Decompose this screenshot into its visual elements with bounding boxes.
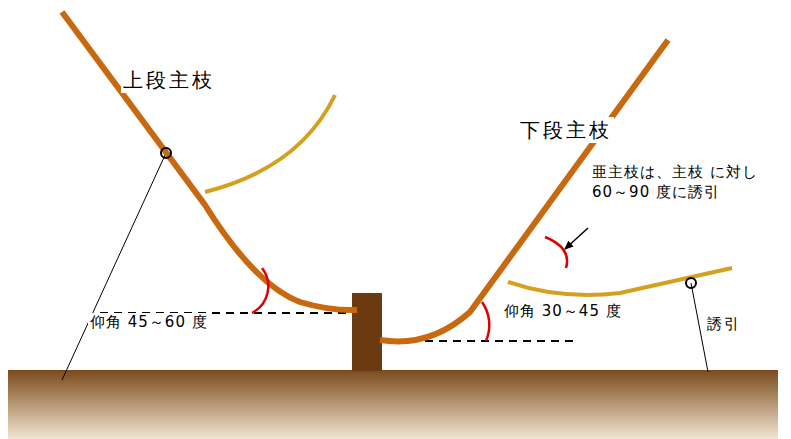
angle-arc [252, 268, 268, 313]
sub-branch [205, 95, 335, 192]
tie-point [161, 148, 171, 158]
trunk-post [352, 293, 382, 371]
branch-name: 下段主枝 [518, 117, 614, 143]
guide-string [62, 153, 166, 380]
annotation-label: 仰角 30～45 度 [502, 302, 624, 322]
upper-main-branch [62, 12, 357, 310]
annotation-label: 亜主枝は、主枝 に対し 60～90 度に誘引 [590, 163, 786, 202]
callout-arrow [565, 228, 588, 249]
ground [8, 370, 778, 439]
annotation-label: 誘引 [705, 315, 743, 335]
angle-arc [545, 237, 567, 268]
angle-arc [482, 302, 489, 341]
sub-branch [508, 268, 732, 295]
tie-point [686, 278, 696, 288]
annotation-label: 仰角 45～60 度 [88, 313, 210, 333]
branch-name: 上段主枝 [121, 67, 217, 93]
horizontal-reference [425, 340, 578, 342]
